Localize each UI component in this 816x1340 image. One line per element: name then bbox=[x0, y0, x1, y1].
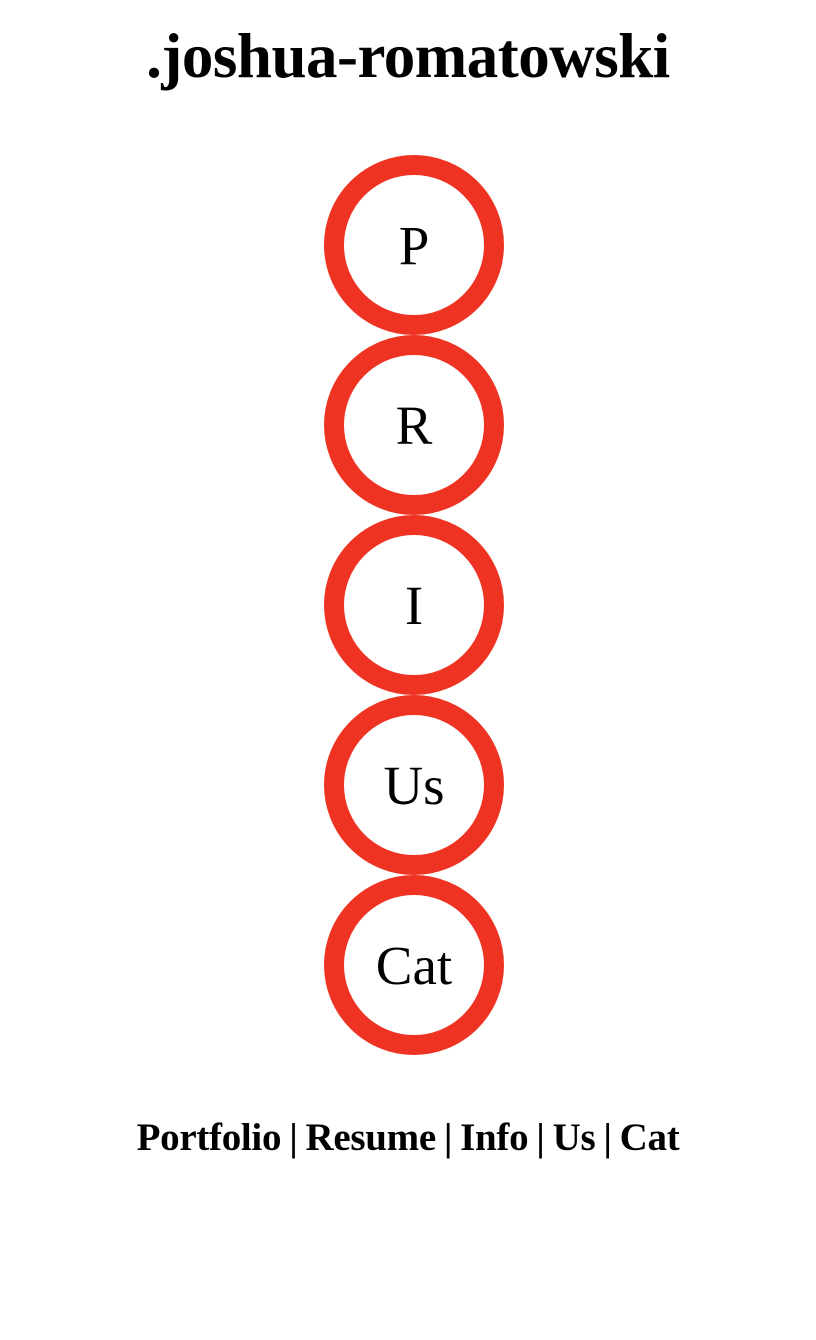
circle-link-us[interactable]: Us bbox=[324, 695, 504, 875]
footer-separator: | bbox=[536, 1116, 545, 1159]
footer-link-resume[interactable]: Resume bbox=[305, 1116, 436, 1159]
circle-link-label: R bbox=[395, 394, 433, 456]
circle-nav: P R I Us Cat bbox=[324, 155, 504, 1055]
footer-link-portfolio[interactable]: Portfolio bbox=[136, 1116, 282, 1159]
circle-link-resume[interactable]: R bbox=[324, 335, 504, 515]
footer-link-us[interactable]: Us bbox=[552, 1116, 596, 1159]
circle-link-cat[interactable]: Cat bbox=[324, 875, 504, 1055]
footer-link-cat[interactable]: Cat bbox=[619, 1116, 680, 1159]
footer-separator: | bbox=[289, 1116, 298, 1159]
circle-link-label: I bbox=[404, 574, 424, 636]
circle-link-label: P bbox=[398, 214, 430, 276]
footer-nav: Portfolio|Resume|Info|Us|Cat bbox=[0, 1113, 816, 1163]
footer-link-info[interactable]: Info bbox=[460, 1116, 529, 1159]
circle-link-label: Us bbox=[383, 754, 445, 816]
circle-link-portfolio[interactable]: P bbox=[324, 155, 504, 335]
site-title: .joshua-romatowski bbox=[146, 21, 670, 91]
circle-link-info[interactable]: I bbox=[324, 515, 504, 695]
footer-separator: | bbox=[443, 1116, 453, 1159]
footer-separator: | bbox=[603, 1116, 612, 1159]
circle-link-label: Cat bbox=[375, 934, 453, 996]
